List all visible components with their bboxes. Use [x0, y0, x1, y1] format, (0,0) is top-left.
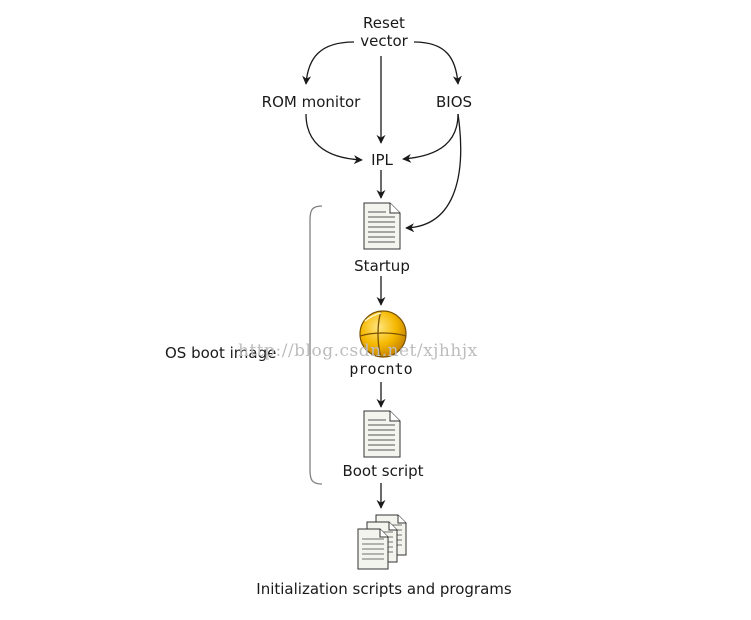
- boot-script-label: Boot script: [342, 462, 424, 480]
- watermark-text: http://blog.csdn.net/xjhhjx: [238, 341, 478, 361]
- startup-label: Startup: [354, 257, 410, 275]
- startup-document-icon: [363, 202, 401, 250]
- ipl-label: IPL: [371, 151, 393, 169]
- reset-vector-label: Reset vector: [360, 14, 408, 50]
- arrow-rom-monitor-to-ipl: [305, 113, 363, 165]
- reset-vector-line-2: vector: [360, 32, 408, 50]
- arrow-bios-to-startup: [405, 113, 462, 233]
- init-programs-label: Initialization scripts and programs: [256, 580, 512, 598]
- arrow-reset-to-rom-monitor: [302, 41, 355, 85]
- rom-monitor-label: ROM monitor: [261, 93, 361, 111]
- os-boot-image-bracket: [309, 205, 323, 485]
- arrow-bios-to-ipl: [402, 113, 459, 163]
- init-programs-stacked-documents-icon: [357, 514, 407, 570]
- bios-label: BIOS: [435, 93, 473, 111]
- procnto-label: procnto: [349, 360, 413, 378]
- arrow-reset-to-bios: [413, 41, 462, 85]
- procnto-kernel-sphere-icon: [359, 310, 407, 358]
- reset-vector-line-1: Reset: [363, 14, 405, 32]
- boot-script-document-icon: [363, 410, 401, 458]
- os-boot-image-label: OS boot image: [165, 344, 277, 362]
